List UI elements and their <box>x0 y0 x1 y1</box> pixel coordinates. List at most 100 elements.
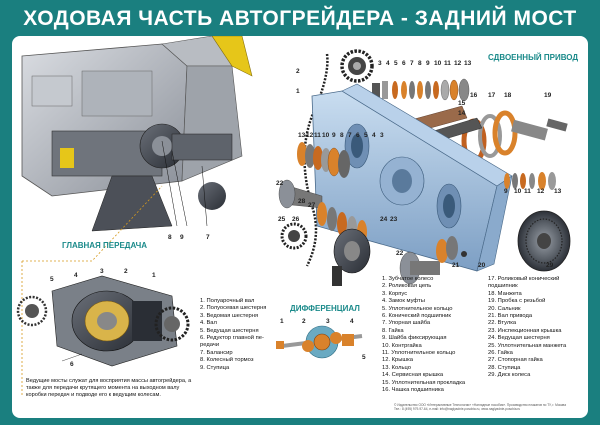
legend-item: 21. Вал привода <box>488 313 533 320</box>
label-low-22b: 22 <box>396 250 404 257</box>
diagram-artwork <box>16 36 571 396</box>
legend-item: 10. Контргайка <box>382 342 422 349</box>
legend-item: 6. Редуктор главной пе- <box>200 335 264 342</box>
label-right-16: 16 <box>470 92 478 99</box>
legend-item: 11. Уплотнительное кольцо <box>382 350 456 357</box>
label-top-7: 7 <box>410 60 414 67</box>
label-top-13: 13 <box>464 60 472 67</box>
label-top-10: 10 <box>434 60 442 67</box>
label-low-20: 20 <box>478 262 486 269</box>
legend-item: 6. Конический подшипник <box>382 313 451 320</box>
label-hl-12: 12 <box>306 132 314 139</box>
legend-item: 22. Втулка <box>488 320 517 327</box>
label-top-12: 12 <box>454 60 462 67</box>
legend-item: 23. Инспекционная крышка <box>488 327 562 334</box>
label-low-26: 26 <box>292 216 300 223</box>
label-hl-7: 7 <box>348 132 352 139</box>
legend-item: 17. Роликовый конический <box>488 276 560 282</box>
diagram-panel: СДВОЕННЫЙ ПРИВОД ГЛАВНАЯ ПЕРЕДАЧА ДИФФЕР… <box>12 36 588 418</box>
legend-item: 28. Ступица <box>488 364 521 371</box>
left-ring-stack <box>297 142 350 178</box>
label-hr-10: 10 <box>514 188 522 195</box>
section-title-differential: ДИФФЕРЕНЦИАЛ <box>290 304 360 313</box>
gear-icon <box>280 222 308 250</box>
legend-item: 8. Гайка <box>382 327 404 334</box>
section-title-main-gear: ГЛАВНАЯ ПЕРЕДАЧА <box>62 241 148 250</box>
legend-item: 1. Зубчатое колесо <box>382 276 434 282</box>
legend-item: 2. Полуосевая шестерня <box>200 305 267 312</box>
shaft-icon <box>511 119 548 141</box>
label-low-25: 25 <box>278 216 286 223</box>
label-diff-4: 4 <box>350 318 354 325</box>
label-low-23: 23 <box>390 216 398 223</box>
label-low-22a: 22 <box>276 180 284 187</box>
label-diff-1: 1 <box>280 318 284 325</box>
legend-item: подшипник <box>488 283 518 290</box>
legend-item: 1. Полуарочный вал <box>200 298 255 304</box>
page-title: ХОДОВАЯ ЧАСТЬ АВТОГРЕЙДЕРА - ЗАДНИЙ МОСТ <box>23 7 577 30</box>
label-hl-4: 4 <box>372 132 376 139</box>
label-main-gear-6: 6 <box>70 361 74 368</box>
description-caption: Ведущие мосты служат для восприятия масс… <box>26 378 192 398</box>
label-hl-9: 9 <box>332 132 336 139</box>
label-main-gear-4: 4 <box>74 272 78 279</box>
legend-item: 7. Балансир <box>200 349 233 356</box>
label-right-17: 17 <box>488 92 496 99</box>
wheel-hub-illustration <box>332 228 371 286</box>
legend-components: 1. Зубчатое колесо 2. Роликовая цепь 3. … <box>382 276 465 395</box>
legend-item: 20. Сальник <box>488 305 521 312</box>
legend-item: 18. Манжета <box>488 290 522 297</box>
label-hl-3: 3 <box>380 132 384 139</box>
label-top-3: 3 <box>378 60 382 67</box>
label-main-gear-5: 5 <box>50 276 54 283</box>
section-title-tandem: СДВОЕННЫЙ ПРИВОД <box>488 53 579 62</box>
legend-item: редачи <box>200 342 220 349</box>
drive-shaft-illustration <box>399 236 467 285</box>
main-gear-illustration <box>16 275 190 367</box>
label-hl-8: 8 <box>340 132 344 139</box>
label-hr-9: 9 <box>504 188 508 195</box>
label-tractor-8: 8 <box>168 234 172 241</box>
label-low-29: 29 <box>546 262 554 269</box>
legend-item: 14. Сервисная крышка <box>382 372 444 379</box>
label-right-14: 14 <box>458 110 466 117</box>
legend-item: 29. Диск колеса <box>488 372 531 379</box>
label-right-19: 19 <box>544 92 552 99</box>
legend-item: 7. Упорная шайба <box>382 320 431 327</box>
label-low-27: 27 <box>308 202 316 209</box>
label-hr-13: 13 <box>554 188 562 195</box>
legend-item: 3. Ведомая шестерня <box>200 312 259 319</box>
label-top-8: 8 <box>418 60 422 67</box>
label-top-5: 5 <box>394 60 398 67</box>
legend-item: 24. Ведущая шестерня <box>488 335 550 342</box>
legend-item: 9. Ступица <box>200 364 230 371</box>
right-ring-stack <box>504 172 556 190</box>
tractor-rear-axle-illustration <box>21 36 253 232</box>
label-diff-2: 2 <box>302 318 306 325</box>
label-top-6: 6 <box>402 60 406 67</box>
label-top-4: 4 <box>386 60 390 67</box>
publisher-footer: © Издательство ООО «Интерактивные Технол… <box>394 403 584 411</box>
top-parts-row <box>372 78 470 102</box>
label-sprocket-2: 2 <box>296 68 300 75</box>
callout-line <box>21 185 163 396</box>
footer-line-1: © Издательство ООО «Интерактивные Технол… <box>394 403 566 407</box>
label-low-21: 21 <box>452 262 460 269</box>
differential-illustration <box>276 325 363 359</box>
legend-item: 27. Стопорная гайка <box>488 357 543 364</box>
right-bearing-stack <box>461 110 568 164</box>
label-top-9: 9 <box>426 60 430 67</box>
legend-item: 13. Кольцо <box>382 364 412 371</box>
legend-item: 5. Ведущая шестерня <box>200 327 259 334</box>
legend-item: 4. Замок муфты <box>382 298 425 305</box>
label-main-gear-3: 3 <box>100 268 104 275</box>
label-hl-13: 13 <box>298 132 306 139</box>
label-hl-10: 10 <box>322 132 330 139</box>
hub-icon <box>278 179 296 209</box>
label-main-gear-2: 2 <box>124 268 128 275</box>
legend-item: 3. Корпус <box>382 290 408 297</box>
legend-item: 19. Пробка с резьбой <box>488 298 546 305</box>
label-sprocket-1: 1 <box>296 88 300 95</box>
label-hr-12: 12 <box>537 188 545 195</box>
